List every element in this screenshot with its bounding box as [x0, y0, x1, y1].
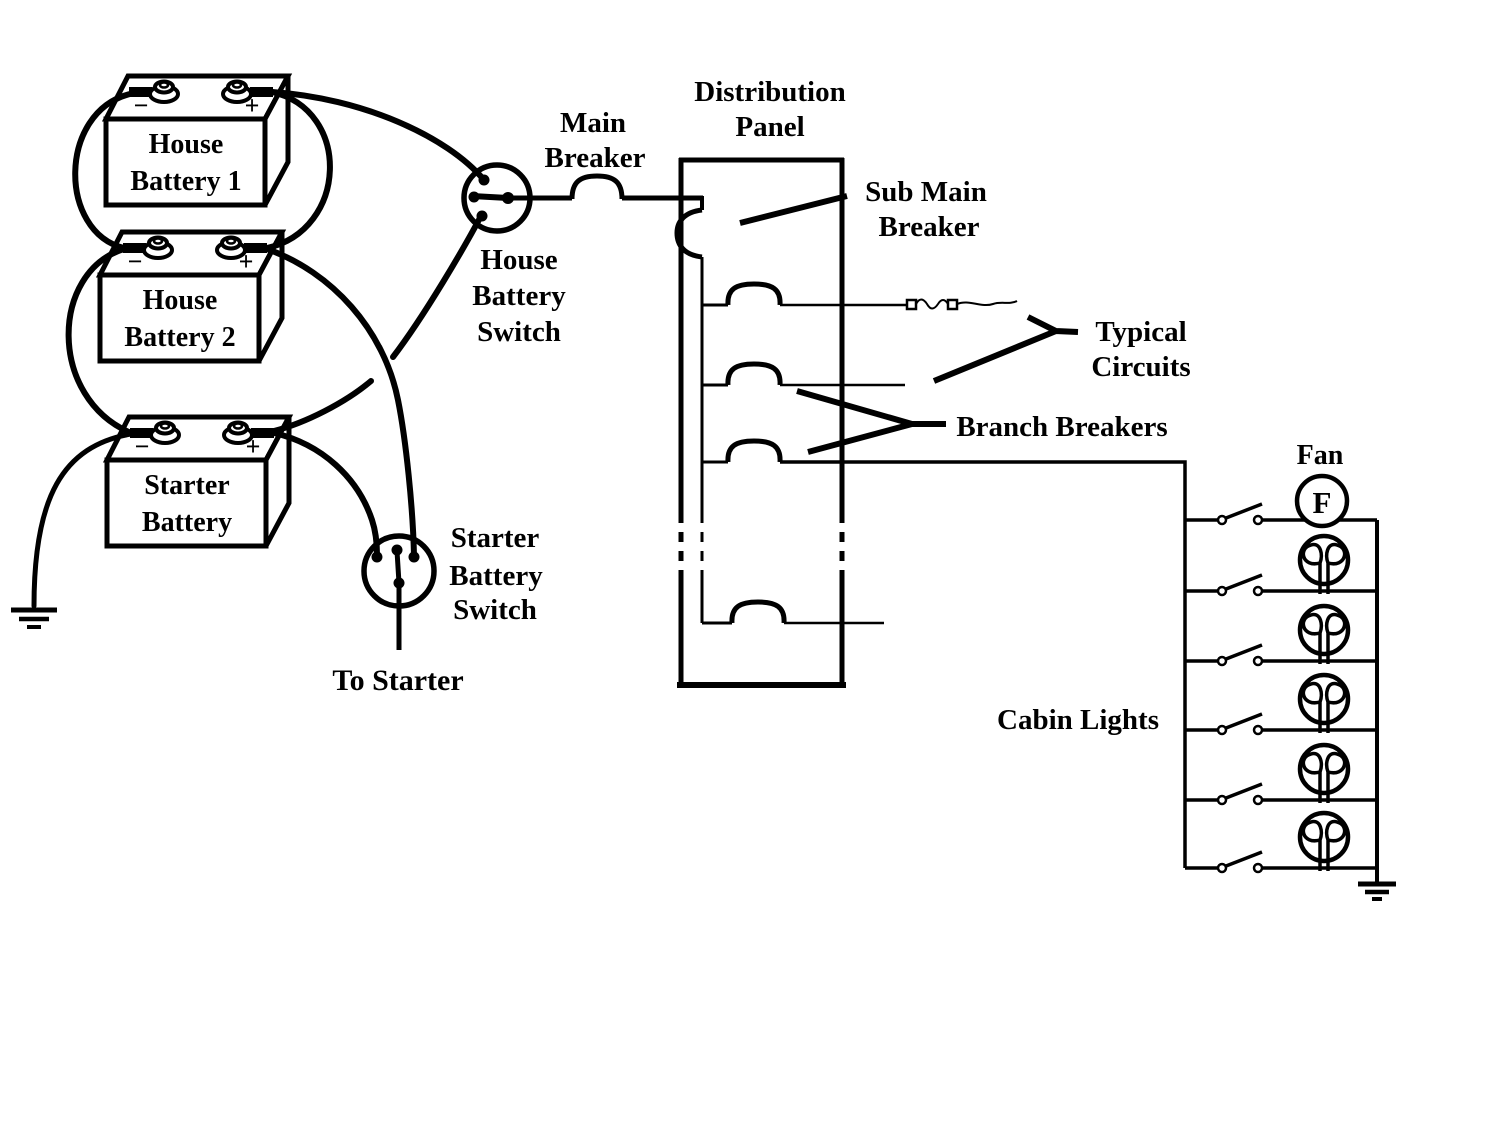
main-feed	[508, 173, 703, 201]
switch-terminal	[391, 544, 403, 556]
switch-terminal	[408, 551, 420, 563]
distribution-panel-label: Panel	[735, 111, 804, 143]
house-battery-1: − + House Battery 1	[101, 73, 293, 208]
switch-rung	[1185, 712, 1377, 736]
ground-symbol-lights	[1358, 881, 1396, 901]
battery-terminal-positive	[221, 79, 273, 104]
battery-label-line1: House	[149, 129, 224, 160]
starter-battery-switch-label: Battery	[449, 560, 543, 592]
fan-label: Fan	[1297, 440, 1344, 471]
battery-label-line1: House	[143, 285, 218, 316]
house-battery-switch-label: Battery	[472, 280, 566, 312]
lamp-icon	[1297, 603, 1351, 664]
wire-hb1pos-houseswitch	[269, 89, 487, 183]
branch-breaker-1	[702, 281, 1018, 311]
starter-battery: − + Starter Battery	[102, 414, 294, 549]
wire-starterpos-starterswitch	[271, 430, 380, 558]
house-battery-2: − + House Battery 2	[95, 229, 287, 364]
sub-main-breaker-label: Breaker	[879, 211, 980, 243]
switch-rung	[1185, 643, 1377, 667]
switch-terminal	[478, 174, 490, 186]
switch-rung	[1185, 782, 1377, 806]
switch-terminal	[371, 551, 383, 563]
branch-breaker-2	[702, 361, 905, 387]
minus-sign: −	[128, 247, 143, 276]
fan-symbol-letter: F	[1313, 485, 1332, 520]
typical-circuits-label: Circuits	[1091, 351, 1190, 383]
battery-label-line2: Battery 1	[130, 166, 241, 197]
house-battery-switch-label: Switch	[477, 316, 561, 348]
house-battery-switch	[468, 174, 514, 222]
minus-sign: −	[135, 432, 150, 461]
battery-terminal-positive	[222, 420, 274, 445]
house-battery-switch-label: House	[480, 244, 557, 276]
lights-feed-bus	[780, 460, 1187, 868]
wire-starterpos-houseswitch-a	[390, 213, 484, 360]
battery-label-line2: Battery	[142, 507, 232, 538]
switch-rung	[1185, 573, 1377, 597]
typical-circuits-pointer	[932, 314, 1079, 384]
sub-main-breaker-pointer	[739, 193, 848, 226]
starter-battery-switch	[371, 544, 420, 650]
starter-battery-switch-label: Starter	[451, 522, 540, 554]
wire-starterneg-ground	[31, 431, 134, 609]
wire-hb1pos-hb2pos	[264, 89, 333, 251]
sub-main-breaker-symbol	[674, 207, 703, 260]
switch-lever-tip	[393, 577, 405, 589]
plus-sign: +	[239, 247, 254, 276]
main-breaker-label: Main	[560, 107, 626, 139]
fuse-end-cap	[905, 298, 918, 311]
switch-terminal	[468, 191, 480, 203]
cabin-lights-label: Cabin Lights	[997, 704, 1159, 736]
lamp-icon	[1297, 533, 1351, 594]
sub-main-breaker-label: Sub Main	[865, 176, 987, 208]
to-starter-label: To Starter	[332, 664, 463, 697]
plus-sign: +	[245, 91, 260, 120]
branch-breaker-4	[702, 599, 884, 625]
battery-terminal-positive	[215, 235, 267, 260]
lamp-icon	[1297, 742, 1351, 803]
lamp-icon	[1297, 810, 1351, 871]
wire-hb2neg-starterneg	[65, 246, 134, 436]
fuse-end-cap	[946, 298, 959, 311]
battery-label-line1: Starter	[144, 470, 230, 501]
plus-sign: +	[246, 432, 261, 461]
starter-battery-switch-label: Switch	[453, 594, 537, 626]
wire-starterpos-houseswitch-b	[271, 378, 374, 434]
lamp-icon	[1297, 672, 1351, 733]
minus-sign: −	[134, 91, 149, 120]
wire-hb2pos-starterswitch	[264, 246, 417, 559]
battery-terminal-negative	[129, 79, 180, 104]
cabin-lamps	[1297, 533, 1351, 871]
diagram-labels: Distribution Panel Main Breaker Sub Main…	[332, 76, 1343, 736]
battery-wiring	[31, 89, 487, 609]
main-breaker-symbol	[569, 173, 625, 200]
wire-hb1neg-hb2neg	[72, 91, 133, 251]
typical-circuits-label: Typical	[1095, 316, 1186, 348]
distribution-panel-label: Distribution	[694, 76, 845, 108]
battery-label-line2: Battery 2	[124, 322, 235, 353]
ground-symbol-batteries	[11, 607, 57, 629]
fuse-element	[915, 298, 949, 310]
panel-bus-and-breakers	[674, 196, 1018, 625]
branch-breakers-pointer	[796, 388, 946, 455]
switch-terminal	[476, 210, 488, 222]
fan-icon: F	[1294, 473, 1350, 529]
main-breaker-label: Breaker	[545, 142, 646, 174]
switch-rung	[1185, 850, 1377, 874]
circuit-tail-wire	[956, 300, 1018, 306]
branch-breaker-3	[702, 438, 783, 464]
branch-breakers-label: Branch Breakers	[956, 411, 1167, 443]
